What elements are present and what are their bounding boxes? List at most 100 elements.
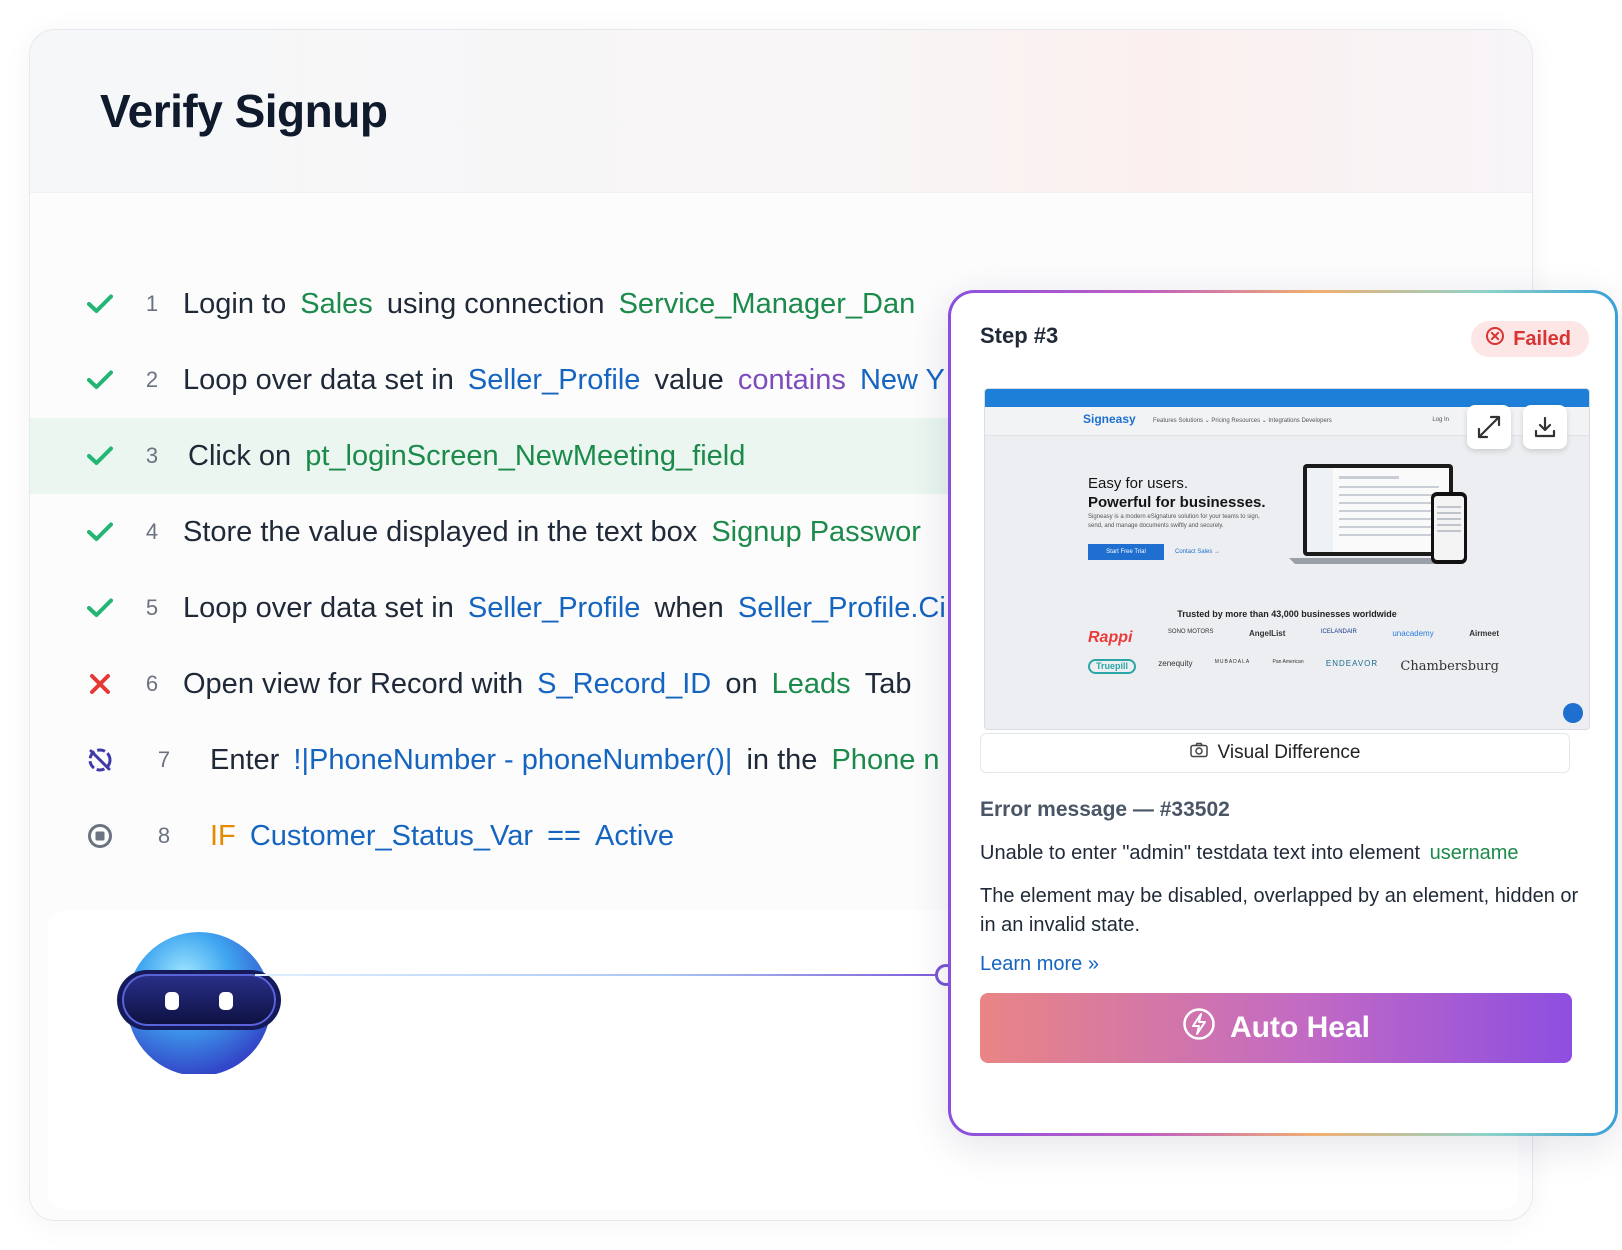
step-token-element: pt_loginScreen_NewMeeting_field (305, 439, 746, 472)
company-logo: ICELANDAIR (1320, 629, 1357, 635)
step-text-part: Loop over data set in (183, 591, 454, 624)
step-text-part: Store the value displayed in the text bo… (183, 515, 698, 548)
step-detail-popup: Step #3 Failed Signeasy Features Solutio… (948, 290, 1618, 1136)
step-row[interactable]: 7 Enter !|PhoneNumber - phoneNumber()| i… (30, 722, 1532, 798)
step-text-part: Open view for Record with (183, 667, 524, 700)
download-button[interactable] (1523, 405, 1567, 449)
company-logo: unacademy (1392, 629, 1434, 638)
step-text-part: when (654, 591, 724, 624)
step-text: Loop over data set in Seller_Profile val… (183, 364, 945, 397)
step-text: Click on pt_loginScreen_NewMeeting_field (188, 440, 745, 473)
check-icon (85, 441, 115, 471)
screenshot-trusted-text: Trusted by more than 43,000 businesses w… (1177, 609, 1397, 619)
company-logo: ENDEAVOR (1325, 659, 1379, 668)
step-text-part: Tab (864, 667, 912, 700)
step-text-part: Enter (210, 743, 280, 776)
step-row[interactable]: 6 Open view for Record with S_Record_ID … (30, 646, 1532, 722)
step-text: IF Customer_Status_Var == Active (210, 820, 674, 853)
step-token-app: Sales (300, 287, 373, 320)
laptop-phone-illustration-icon (1285, 462, 1467, 564)
screenshot-banner (985, 389, 1589, 407)
step-token-tab: Leads (771, 667, 851, 700)
connector-line (255, 974, 945, 976)
step-text-part: Click on (188, 439, 292, 472)
company-logo: Pan American (1272, 659, 1304, 665)
step-row[interactable]: 4 Store the value displayed in the text … (30, 494, 1532, 570)
screenshot-headline-2: Powerful for businesses. (1088, 494, 1266, 511)
step-token-operator: contains (737, 363, 846, 396)
page-title: Verify Signup (100, 85, 388, 137)
screenshot-logo: Signeasy (1083, 412, 1136, 426)
error-message-text: Unable to enter "admin" testdata text in… (980, 842, 1421, 864)
popup-body: Step #3 Failed Signeasy Features Solutio… (951, 293, 1615, 1133)
company-logo: Airmeet (1469, 629, 1499, 638)
skipped-icon (85, 745, 115, 775)
step-number: 3 (145, 443, 159, 468)
step-token-keyword: IF (210, 819, 236, 852)
step-token-testdata: !|PhoneNumber - phoneNumber()| (293, 743, 733, 776)
screenshot-nav-links: Features Solutions ⌄ Pricing Resources ⌄… (1153, 418, 1332, 424)
robot-avatar-icon (113, 902, 285, 1076)
chat-bubble-icon (1563, 703, 1583, 723)
screenshot-link: Contact Sales → (1175, 549, 1221, 555)
camera-icon (1189, 742, 1208, 764)
failure-screenshot[interactable]: Signeasy Features Solutions ⌄ Pricing Re… (984, 388, 1590, 730)
screenshot-headline-1: Easy for users. (1088, 475, 1189, 492)
step-row[interactable]: 1 Login to Sales using connection Servic… (30, 266, 1532, 342)
failed-circle-x-icon (1485, 326, 1505, 352)
check-icon (85, 365, 115, 395)
step-text: Store the value displayed in the text bo… (183, 516, 921, 549)
step-text-part: on (725, 667, 758, 700)
step-number: 1 (145, 291, 159, 316)
popup-title: Step #3 (980, 323, 1059, 348)
error-element-token: username (1429, 842, 1519, 864)
expand-button[interactable] (1467, 405, 1511, 449)
company-logo: SONO MOTORS (1167, 629, 1214, 635)
learn-more-link[interactable]: Learn more » (980, 953, 1099, 975)
visual-difference-button[interactable]: Visual Difference (980, 733, 1570, 773)
check-icon (85, 517, 115, 547)
step-text: Loop over data set in Seller_Profile whe… (183, 592, 946, 625)
step-token-variable: S_Record_ID (537, 667, 712, 700)
step-token-dataset: Seller_Profile (467, 363, 641, 396)
error-description: The element may be disabled, overlapped … (980, 885, 1579, 936)
step-token-field: Seller_Profile.Ci (737, 591, 946, 624)
company-logo: Chambersburg (1400, 659, 1499, 674)
download-icon (1534, 416, 1556, 438)
step-text-part: value (654, 363, 724, 396)
card-header: Verify Signup (30, 30, 1532, 193)
stop-icon (85, 821, 115, 851)
auto-heal-button[interactable]: Auto Heal (980, 993, 1572, 1063)
logo-row: Rappi SONO MOTORS AngelList ICELANDAIR u… (1088, 629, 1499, 647)
error-title: Error message — #33502 (980, 798, 1230, 821)
step-token-value: New Y (859, 363, 945, 396)
company-logo: MUBADALA (1214, 659, 1251, 665)
step-number: 4 (145, 519, 159, 544)
screenshot-headline: Easy for users. Powerful for businesses. (1088, 474, 1266, 512)
screenshot-cta: Start Free Trial (1088, 544, 1164, 560)
step-row[interactable]: 2 Loop over data set in Seller_Profile v… (30, 342, 1532, 418)
status-badge: Failed (1471, 321, 1589, 357)
step-number: 7 (157, 747, 171, 772)
step-text: Login to Sales using connection Service_… (183, 288, 915, 321)
step-token-value: Active (595, 819, 674, 852)
step-number: 5 (145, 595, 159, 620)
screenshot-login: Log In (1432, 417, 1449, 423)
screenshot-subtext: Signeasy is a modern eSignature solution… (1088, 514, 1260, 529)
step-text: Open view for Record with S_Record_ID on… (183, 668, 911, 701)
visual-difference-label: Visual Difference (1217, 742, 1361, 763)
step-text: Enter !|PhoneNumber - phoneNumber()| in … (210, 744, 940, 777)
step-row[interactable]: 8 IF Customer_Status_Var == Active (30, 798, 1532, 874)
error-message: Unable to enter "admin" testdata text in… (980, 842, 1519, 865)
step-number: 6 (145, 671, 159, 696)
step-token-element: Phone n (831, 743, 940, 776)
auto-heal-label: Auto Heal (1229, 1011, 1370, 1044)
step-row[interactable]: 5 Loop over data set in Seller_Profile w… (30, 570, 1532, 646)
company-logo: Truepill (1088, 659, 1137, 674)
cross-icon (85, 669, 115, 699)
step-token-operator: == (547, 819, 581, 852)
step-token-variable: Customer_Status_Var (249, 819, 533, 852)
status-badge-label: Failed (1513, 327, 1571, 350)
lightning-circle-icon (1182, 1007, 1216, 1049)
step-text-part: Loop over data set in (183, 363, 454, 396)
